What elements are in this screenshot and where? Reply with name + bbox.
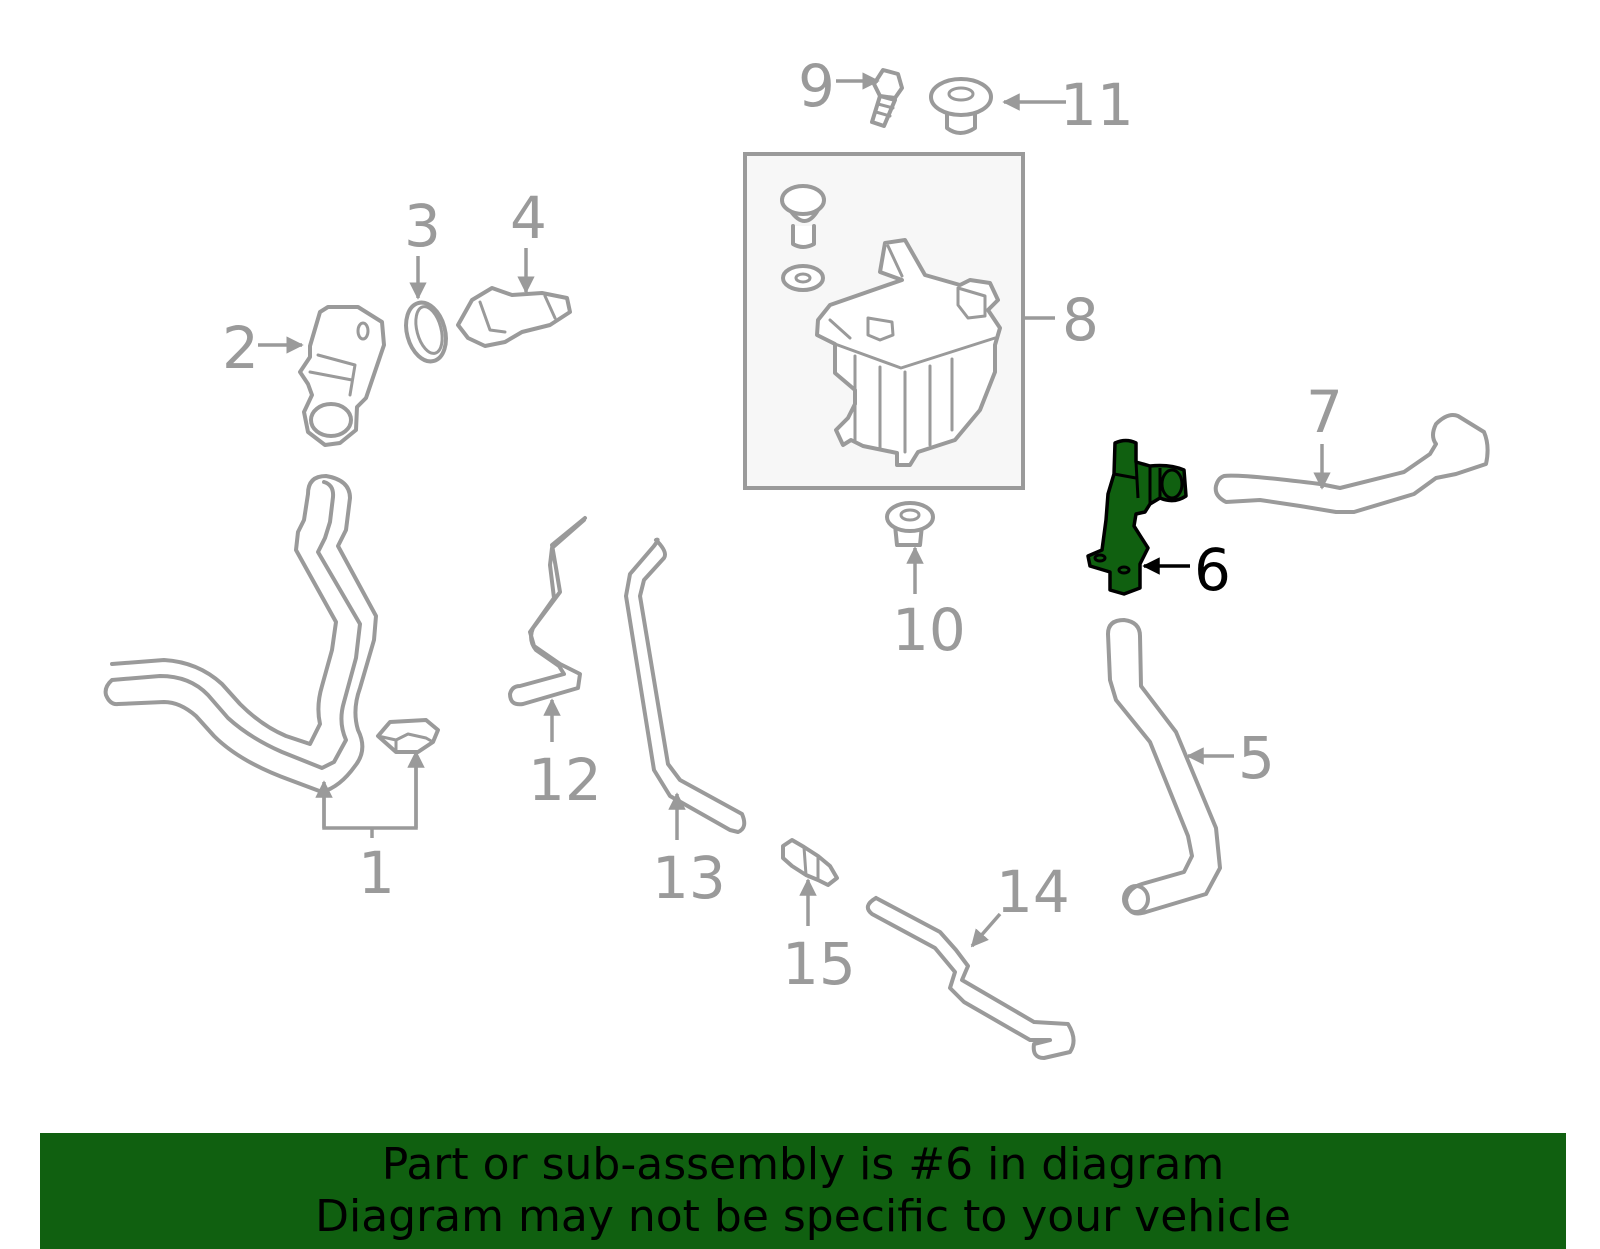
part-5-radiator-hose[interactable]: [1106, 618, 1222, 916]
part-10-grommet[interactable]: [885, 501, 935, 547]
callout-2: 2: [222, 314, 259, 382]
part-13-long-hose[interactable]: [624, 537, 747, 834]
callout-6: 6: [1194, 536, 1231, 604]
reservoir-cap: [780, 184, 826, 249]
callout-7: 7: [1306, 378, 1343, 446]
callout-4: 4: [510, 184, 547, 252]
callout-11: 11: [1060, 71, 1134, 139]
part-9-bolt[interactable]: [870, 68, 904, 128]
callout-13: 13: [652, 844, 726, 912]
reservoir-tank: [815, 238, 1002, 467]
callout-14: 14: [996, 858, 1070, 926]
callout-numbers: 1 2 3 4 5 6 7 8 9 10 11 12 13 14 15: [222, 52, 1343, 998]
part-8-reservoir-assembly[interactable]: [743, 152, 1025, 490]
leader-lines: [258, 72, 1331, 948]
callout-1: 1: [358, 839, 395, 907]
part-3-gasket[interactable]: [400, 298, 452, 366]
callout-12: 12: [528, 746, 602, 814]
callout-15: 15: [782, 930, 856, 998]
part-15-connector[interactable]: [781, 838, 839, 887]
callout-5: 5: [1238, 724, 1275, 792]
part-7-radiator-hose[interactable]: [1213, 413, 1490, 514]
banner-line-2: Diagram may not be specific to your vehi…: [315, 1191, 1291, 1242]
callout-10: 10: [892, 596, 966, 664]
reservoir-washer: [781, 264, 825, 292]
part-1-radiator-hose[interactable]: [103, 474, 378, 794]
part-12-bypass-hose[interactable]: [508, 516, 587, 707]
banner-line-1: Part or sub-assembly is #6 in diagram: [381, 1139, 1225, 1190]
info-banner: Part or sub-assembly is #6 in diagram Di…: [40, 1133, 1566, 1249]
part-2-water-outlet[interactable]: [298, 305, 386, 447]
callout-9: 9: [798, 52, 835, 120]
part-1-hose-clip[interactable]: [376, 718, 440, 754]
callout-3: 3: [404, 192, 441, 260]
callout-8: 8: [1062, 286, 1099, 354]
part-11-grommet[interactable]: [929, 77, 993, 135]
part-6-water-pipe-highlighted[interactable]: [1086, 438, 1188, 596]
part-14-heater-hose[interactable]: [865, 896, 1076, 1060]
part-4-thermostat-housing[interactable]: [456, 286, 572, 348]
